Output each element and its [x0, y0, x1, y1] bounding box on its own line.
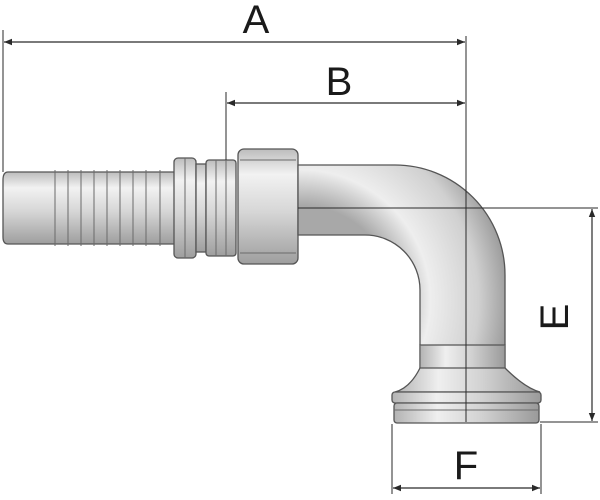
center-lines — [298, 36, 598, 422]
ferrule-collar — [237, 148, 299, 265]
groove-rings — [173, 157, 237, 259]
dimension-f-label: F — [454, 444, 478, 488]
dimension-f: F — [391, 424, 542, 494]
dimension-b-label: B — [326, 60, 353, 104]
dimension-a: A — [2, 0, 465, 172]
dimension-e: E — [533, 209, 598, 423]
dimension-b: B — [225, 60, 465, 160]
dimension-e-label: E — [533, 304, 577, 331]
barb-ribs — [54, 170, 161, 246]
elbow-tube — [297, 164, 506, 379]
fitting-body — [2, 148, 542, 424]
hose-stem — [2, 170, 177, 246]
dimension-a-label: A — [243, 0, 270, 42]
